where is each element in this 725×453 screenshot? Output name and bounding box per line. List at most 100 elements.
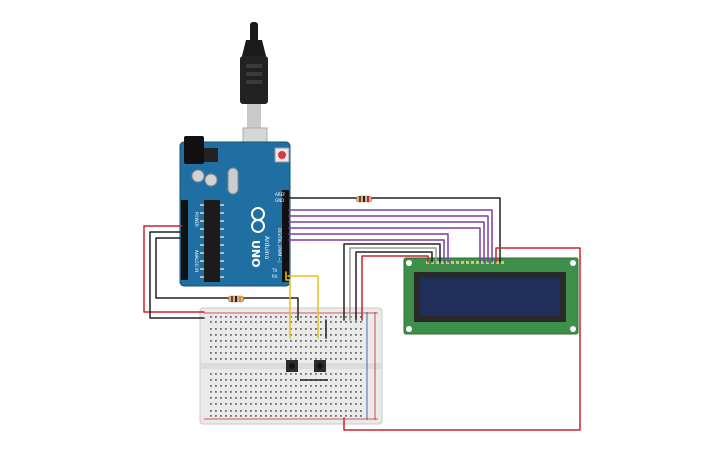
regulator (204, 148, 218, 162)
breadboard-hole (255, 373, 257, 375)
breadboard-hole (270, 379, 272, 381)
lcd-pin[interactable] (441, 261, 444, 264)
breadboard-hole (240, 328, 242, 330)
breadboard-hole (255, 410, 257, 412)
wire-purple-d12[interactable] (288, 209, 493, 263)
breadboard-hole (300, 373, 302, 375)
lcd-pin[interactable] (456, 261, 459, 264)
wire-purple-d11[interactable] (288, 215, 489, 263)
breadboard-hole (255, 391, 257, 393)
breadboard-hole (335, 379, 337, 381)
breadboard-hole (335, 391, 337, 393)
analog-label: ANALOG IN (194, 250, 199, 272)
wire-gray-lcd-2[interactable] (349, 247, 437, 321)
lcd-16x2-module[interactable] (403, 257, 579, 335)
lcd-pin[interactable] (451, 261, 454, 264)
breadboard-hole (275, 397, 277, 399)
breadboard-hole (230, 352, 232, 354)
breadboard-hole (255, 397, 257, 399)
breadboard-hole (245, 415, 247, 417)
push-button-icon[interactable] (314, 360, 326, 372)
breadboard-hole (290, 340, 292, 342)
breadboard-hole (245, 410, 247, 412)
resistor-top[interactable] (355, 195, 373, 203)
breadboard-hole (285, 346, 287, 348)
lcd-pin[interactable] (461, 261, 464, 264)
breadboard-hole (245, 328, 247, 330)
breadboard-hole (315, 352, 317, 354)
breadboard-hole (265, 397, 267, 399)
lcd-pin[interactable] (476, 261, 479, 264)
breadboard-hole (320, 415, 322, 417)
lcd-pin[interactable] (501, 261, 504, 264)
breadboard-hole (250, 358, 252, 360)
wire-black-gnd-left[interactable] (149, 231, 205, 319)
wire-black-gnd-lcd[interactable] (288, 197, 501, 263)
wire-yellow-button-1[interactable] (285, 271, 291, 339)
digital-header[interactable] (282, 190, 289, 282)
breadboard[interactable] (199, 307, 383, 425)
wire-purple-d4[interactable] (288, 227, 481, 263)
breadboard-hole (240, 379, 242, 381)
breadboard-hole (245, 385, 247, 387)
breadboard-hole (330, 346, 332, 348)
breadboard-hole (230, 385, 232, 387)
breadboard-hole (320, 373, 322, 375)
breadboard-hole (215, 410, 217, 412)
breadboard-hole (245, 340, 247, 342)
wire-red-backlight[interactable] (343, 247, 581, 431)
wire-black-lcd-3[interactable] (355, 251, 433, 321)
breadboard-hole (315, 328, 317, 330)
wire-purple-d3[interactable] (288, 233, 449, 263)
breadboard-hole (315, 403, 317, 405)
breadboard-hole (355, 328, 357, 330)
breadboard-hole (230, 373, 232, 375)
breadboard-hole (240, 385, 242, 387)
breadboard-hole (240, 410, 242, 412)
breadboard-hole (215, 397, 217, 399)
wire-purple-d5[interactable] (288, 221, 485, 263)
breadboard-hole (270, 328, 272, 330)
wire-yellow-button-2[interactable] (287, 275, 319, 339)
breadboard-hole (235, 334, 237, 336)
breadboard-hole (210, 379, 212, 381)
breadboard-hole (215, 328, 217, 330)
mount-hole (406, 326, 412, 332)
lcd-pin[interactable] (481, 261, 484, 264)
arduino-uno-board[interactable]: Arduino UNO AREF GND DIGITAL (PWM ~) POW… (179, 136, 291, 287)
lcd-pin[interactable] (466, 261, 469, 264)
breadboard-hole (360, 410, 362, 412)
wire-black-gnd-left-2[interactable] (155, 237, 299, 321)
reset-button-cap[interactable] (278, 151, 286, 159)
breadboard-hole (305, 358, 307, 360)
resistor-left[interactable] (227, 295, 245, 303)
lcd-pin[interactable] (496, 261, 499, 264)
wire-black-lcd-1[interactable] (343, 243, 441, 321)
breadboard-hole (315, 334, 317, 336)
breadboard-hole (275, 352, 277, 354)
breadboard-hole (310, 321, 312, 323)
breadboard-hole (350, 410, 352, 412)
wire-red-5v[interactable] (143, 225, 205, 313)
breadboard-hole (220, 410, 222, 412)
breadboard-hole (325, 373, 327, 375)
breadboard-hole (265, 346, 267, 348)
breadboard-hole (250, 352, 252, 354)
wire-red-lcd-vcc[interactable] (361, 255, 429, 321)
breadboard-hole (355, 358, 357, 360)
breadboard-hole (320, 358, 322, 360)
breadboard-hole (320, 321, 322, 323)
lcd-pin[interactable] (436, 261, 439, 264)
breadboard-hole (295, 385, 297, 387)
lcd-pin[interactable] (471, 261, 474, 264)
push-button-icon[interactable] (286, 360, 298, 372)
breadboard-hole (270, 391, 272, 393)
power-analog-header[interactable] (181, 200, 188, 280)
breadboard-hole (305, 316, 307, 318)
breadboard-hole (350, 373, 352, 375)
wire-purple-d2[interactable] (288, 239, 445, 263)
mount-hole (570, 326, 576, 332)
breadboard-hole (350, 403, 352, 405)
breadboard-hole (220, 373, 222, 375)
breadboard-hole (210, 321, 212, 323)
